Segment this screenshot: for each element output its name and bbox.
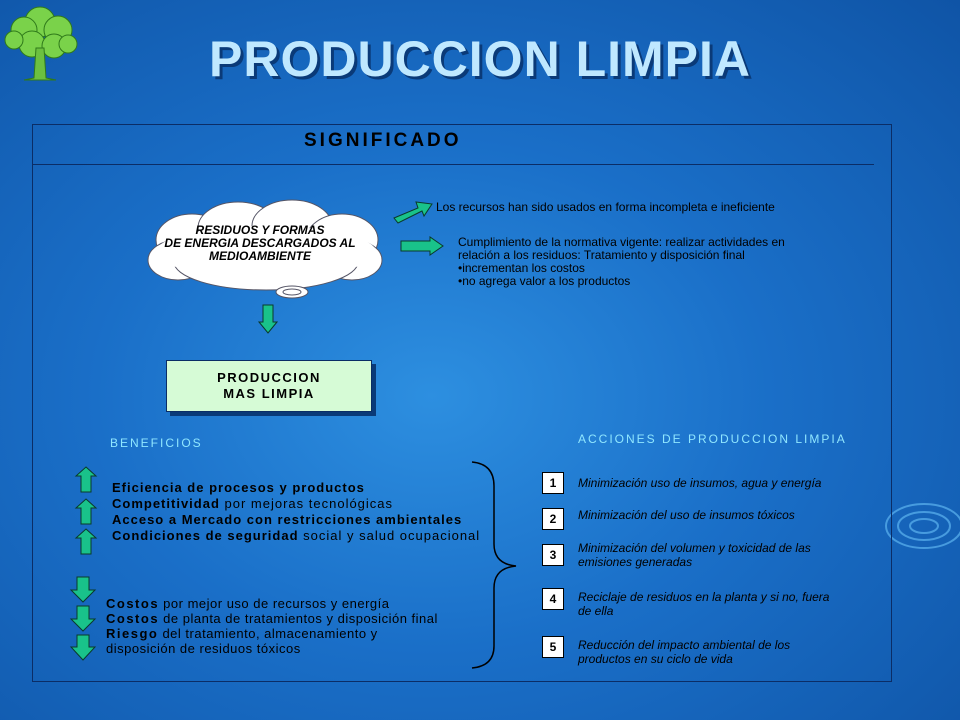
text-line: •incrementan los costos: [458, 261, 585, 275]
cloud-line: RESIDUOS Y FORMAS: [195, 223, 325, 237]
produccion-mas-limpia-box: PRODUCCION MAS LIMPIA: [166, 360, 372, 412]
cloud-line: MEDIOAMBIENTE: [209, 249, 311, 263]
benefit-up-arrows: [74, 466, 98, 555]
action-text: Minimización del uso de insumos tóxicos: [578, 508, 795, 522]
action-text: Reciclaje de residuos en la planta y si …: [578, 590, 829, 618]
pml-line: MAS LIMPIA: [223, 386, 315, 401]
benefit-item: Acceso a Mercado con restricciones ambie…: [112, 512, 463, 527]
action-number: 2: [542, 508, 564, 530]
text-line: •no agrega valor a los productos: [458, 274, 631, 288]
cloud-shape: [147, 199, 383, 299]
action-line: Minimización del uso de insumos tóxicos: [578, 508, 795, 522]
content-frame: [32, 124, 892, 682]
tree-logo-icon: [4, 6, 78, 81]
benefits-list: Eficiencia de procesos y productos Compe…: [112, 480, 480, 544]
benefit-item: Condiciones de seguridad social y salud …: [112, 528, 481, 543]
action-number: 3: [542, 544, 564, 566]
arrow-right-icon: [400, 236, 444, 256]
benefit-item: Competitividad por mejoras tecnológicas: [112, 496, 394, 511]
section-title: SIGNIFICADO: [304, 130, 462, 151]
cost-down-arrows: [69, 576, 97, 661]
action-text: Minimización del volumen y toxicidad de …: [578, 541, 811, 569]
action-number: 1: [542, 472, 564, 494]
action-text: Reducción del impacto ambiental de los p…: [578, 638, 790, 666]
action-text: Minimización uso de insumos, agua y ener…: [578, 476, 821, 490]
action-line: Reciclaje de residuos en la planta y si …: [578, 590, 830, 604]
action-line: Minimización uso de insumos, agua y ener…: [578, 476, 822, 490]
cost-item: disposición de residuos tóxicos: [106, 641, 301, 656]
water-ripple-icon: [885, 503, 960, 549]
frame-divider: [32, 164, 874, 165]
action-line: Reducción del impacto ambiental de los: [578, 638, 791, 652]
cost-item: Riesgo del tratamiento, almacenamiento y: [106, 626, 378, 641]
acciones-heading: ACCIONES DE PRODUCCION LIMPIA: [578, 432, 847, 446]
arrow-text-1: Los recursos han sido usados en forma in…: [436, 200, 775, 214]
action-line: de ella: [578, 604, 614, 618]
action-line: productos en su ciclo de vida: [578, 652, 733, 666]
pml-line: PRODUCCION: [217, 370, 321, 385]
action-number: 4: [542, 588, 564, 610]
text-line: relación a los residuos: Tratamiento y d…: [458, 248, 745, 262]
action-line: emisiones generadas: [578, 555, 693, 569]
cost-item: Costos por mejor uso de recursos y energ…: [106, 596, 390, 611]
cloud-label: RESIDUOS Y FORMAS DE ENERGIA DESCARGADOS…: [140, 224, 380, 263]
costs-list: Costos por mejor uso de recursos y energ…: [106, 596, 438, 656]
action-line: Minimización del volumen y toxicidad de …: [578, 541, 811, 555]
text-line: Cumplimiento de la normativa vigente: re…: [458, 235, 785, 249]
cost-item: Costos de planta de tratamientos y dispo…: [106, 611, 438, 626]
arrow-right-icon: [393, 201, 433, 224]
page-title: PRODUCCION LIMPIA: [209, 31, 751, 87]
action-number: 5: [542, 636, 564, 658]
curly-brace: [471, 461, 517, 669]
benefit-item: Eficiencia de procesos y productos: [112, 480, 365, 495]
cloud-line: DE ENERGIA DESCARGADOS AL: [164, 236, 356, 250]
arrow-text-2: Cumplimiento de la normativa vigente: re…: [458, 236, 785, 288]
arrow-down-icon: [258, 304, 278, 334]
beneficios-heading: BENEFICIOS: [110, 436, 203, 450]
